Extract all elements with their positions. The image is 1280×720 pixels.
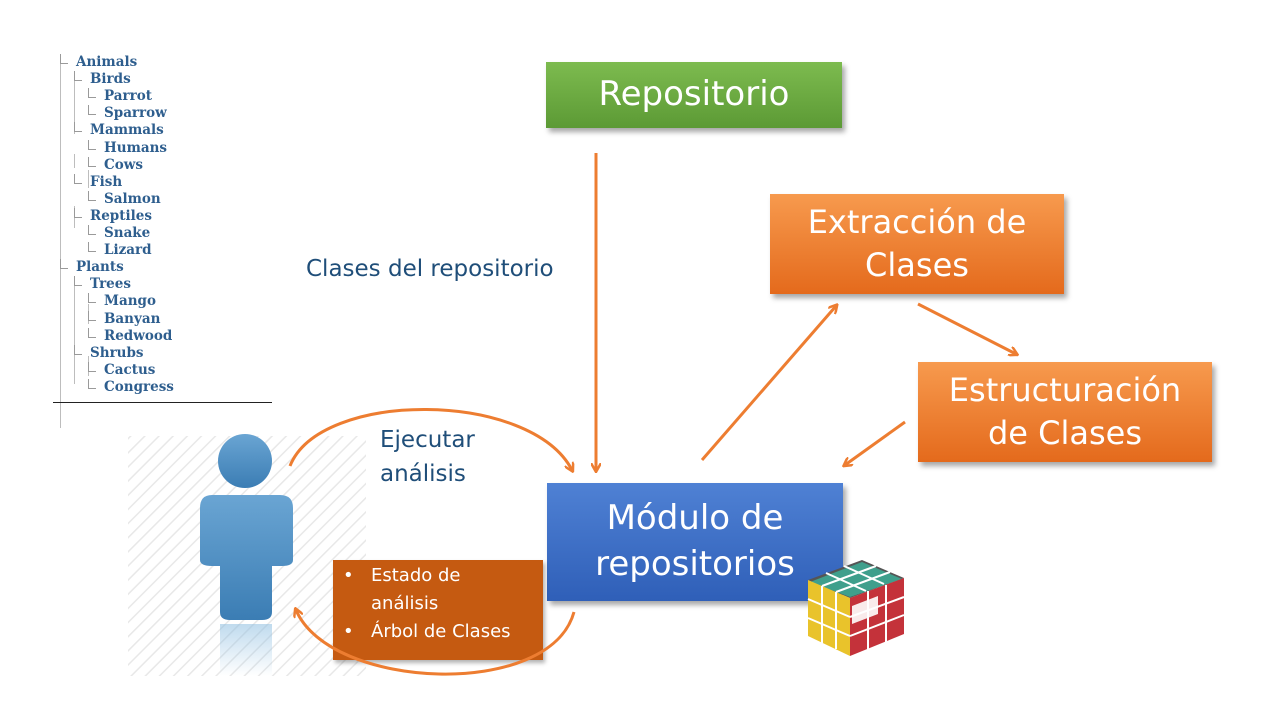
tree-node[interactable]: Reptiles [90, 207, 152, 224]
status-item-estado: • Estado de análisis [333, 562, 543, 618]
tree-divider [53, 402, 272, 403]
tree-guide-line [88, 170, 89, 188]
tree-node[interactable]: Mammals [90, 122, 164, 139]
arrow-user-to-modulo [288, 408, 572, 470]
status-item-arbol-text: Árbol de Clases [371, 621, 511, 642]
ejecutar-line1: Ejecutar [380, 427, 475, 453]
tree-node[interactable]: Cactus [104, 361, 156, 378]
tree-node[interactable]: Parrot [104, 88, 153, 105]
tree-branch-tick [88, 361, 96, 372]
tree-node[interactable]: Shrubs [90, 344, 144, 361]
tree-branch-tick [88, 225, 96, 235]
tree-branch-tick [88, 105, 96, 116]
repositorio-label: Repositorio [598, 74, 790, 115]
extraccion-label-line1: Extracción de [807, 202, 1027, 241]
ejecutar-analisis-label: Ejecutar análisis [380, 423, 475, 491]
tree-node[interactable]: Mango [104, 293, 156, 310]
tree-guide-line [74, 71, 75, 134]
modulo-label-line1: Módulo de [606, 498, 784, 539]
tree-guide-line [74, 286, 75, 384]
rubiks-cube-icon [807, 560, 905, 656]
tree-node[interactable]: Redwood [104, 327, 173, 344]
estructuracion-label-line2: de Clases [987, 414, 1143, 452]
estructuracion-label-line1: Estructuración [948, 370, 1182, 409]
estructuracion-de-clases-box: Estructuración de Clases [918, 362, 1212, 462]
tree-node[interactable]: Trees [90, 276, 131, 293]
tree-branch-tick [60, 259, 68, 270]
tree-node[interactable]: Lizard [104, 242, 152, 259]
status-item-estado-line2: análisis [371, 593, 439, 614]
user-silhouette-icon [200, 434, 293, 676]
ejecutar-line2: análisis [380, 461, 466, 487]
tree-branch-tick [74, 344, 82, 355]
tree-branch-tick [88, 378, 96, 389]
tree-branch-tick [88, 139, 96, 150]
tree-branch-tick [88, 327, 96, 338]
tree-node[interactable]: Birds [90, 71, 131, 88]
tree-guide-line [74, 154, 75, 168]
extraccion-de-clases-box: Extracción de Clases [770, 194, 1064, 294]
bullet: • [343, 621, 354, 642]
status-item-estado-line1: Estado de [371, 565, 461, 586]
tree-branch-tick [74, 276, 82, 287]
tree-node[interactable]: Plants [76, 259, 124, 276]
repositorio-box: Repositorio [546, 62, 842, 128]
tree-node[interactable]: Snake [104, 225, 151, 241]
tree-node[interactable]: Banyan [104, 310, 161, 327]
arrow-extraccion-to-estructuracion [917, 302, 1016, 354]
tree-branch-tick [74, 122, 82, 133]
tree-node[interactable]: Animals [76, 54, 138, 70]
tree-guide-line [60, 54, 61, 428]
modulo-label-line2: repositorios [595, 544, 795, 584]
clases-del-repositorio-label: Clases del repositorio [306, 256, 554, 282]
tree-branch-tick [60, 54, 68, 64]
tree-node[interactable]: Salmon [104, 190, 161, 207]
tree-branch-tick [88, 190, 96, 201]
bullet: • [343, 565, 354, 586]
tree-node[interactable]: Fish [90, 173, 123, 190]
tree-branch-tick [88, 293, 96, 304]
extraccion-label-line2: Clases [865, 246, 969, 284]
tree-node[interactable]: Sparrow [104, 105, 167, 122]
tree-branch-tick [88, 310, 96, 321]
modulo-de-repositorios-box: Módulo de repositorios [547, 483, 843, 601]
tree-node[interactable]: Cows [104, 156, 143, 173]
tree-branch-tick [74, 207, 82, 218]
tree-branch-tick [74, 173, 82, 184]
status-callout: • Estado de análisis • Árbol de Clases [333, 560, 543, 660]
tree-branch-tick [88, 88, 96, 99]
tree-branch-tick [88, 242, 96, 253]
arrow-estructuracion-to-modulo [845, 420, 906, 465]
arrow-modulo-to-user [296, 610, 576, 676]
tree-node[interactable]: Humans [104, 139, 168, 156]
tree-branch-tick [88, 156, 96, 167]
tree-node[interactable]: Congress [104, 378, 174, 395]
tree-branch-tick [74, 71, 82, 82]
arrow-modulo-to-extraccion [700, 306, 836, 461]
status-item-arbol: • Árbol de Clases [333, 618, 543, 646]
